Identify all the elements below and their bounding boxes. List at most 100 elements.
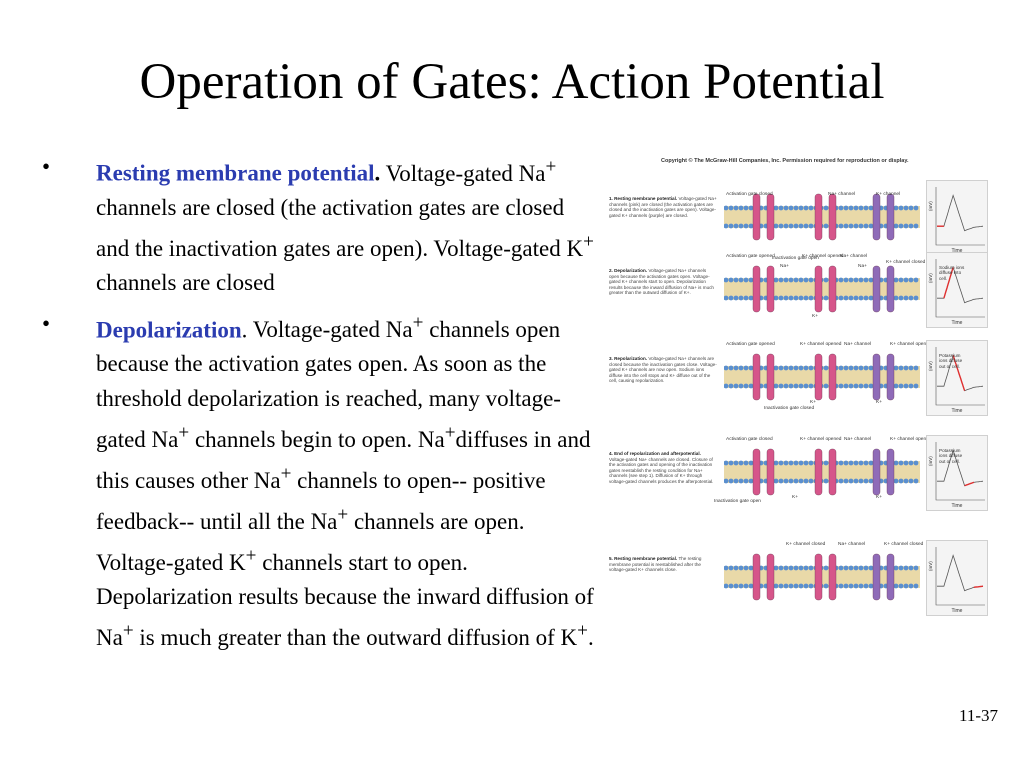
k-channel xyxy=(886,448,895,496)
channel-label: K+ xyxy=(792,495,799,500)
phospholipid-head xyxy=(903,565,909,571)
step-text: Voltage-gated Na+ channels are closed be… xyxy=(609,356,717,384)
phospholipid-head xyxy=(898,223,904,229)
graph-mv-label: (mV) xyxy=(928,561,933,571)
bullet-body: Voltage-gated Na+ channels are closed (t… xyxy=(96,156,594,295)
phospholipid-head xyxy=(908,295,914,301)
phospholipid-head xyxy=(903,365,909,371)
na-channel xyxy=(752,553,761,601)
graph-note: Potassium ions diffuse out of cell. xyxy=(939,448,963,464)
phospholipid-head xyxy=(838,277,844,283)
voltage-trace xyxy=(937,194,984,232)
k-channel xyxy=(886,553,895,601)
k-channel xyxy=(886,265,895,313)
phospholipid-head xyxy=(778,565,784,571)
k-channel xyxy=(886,193,895,241)
phospholipid-head xyxy=(868,583,874,589)
phospholipid-head xyxy=(868,365,874,371)
phospholipid-head xyxy=(728,478,734,484)
phospholipid-head xyxy=(743,295,749,301)
superscript: + xyxy=(280,463,292,484)
phospholipid-head xyxy=(858,583,864,589)
phospholipid-head xyxy=(808,205,814,211)
membrane-diagram xyxy=(724,265,920,313)
channel-label: K+ xyxy=(812,314,819,319)
phospholipid-head xyxy=(808,365,814,371)
phospholipid-head xyxy=(738,223,744,229)
k-channel xyxy=(872,448,881,496)
phospholipid-head xyxy=(788,583,794,589)
phospholipid-head xyxy=(848,205,854,211)
phospholipid-head xyxy=(783,583,789,589)
text-part: channels begin to open. Na xyxy=(189,426,445,452)
channel-label: Inactivation gate open xyxy=(772,256,819,261)
graph-axes xyxy=(935,347,985,406)
phospholipid-head xyxy=(724,383,729,389)
phospholipid-head xyxy=(868,295,874,301)
phospholipid-head xyxy=(903,223,909,229)
step-text: The resting membrane potential is reesta… xyxy=(609,556,702,573)
phospholipid-head xyxy=(863,565,869,571)
step-description: 4. End of repolarization and afterpotent… xyxy=(609,451,717,485)
phospholipid-head xyxy=(838,460,844,466)
text-part: is much greater than the outward diffusi… xyxy=(133,624,578,650)
phospholipid-head xyxy=(858,365,864,371)
phospholipid-head xyxy=(863,460,869,466)
phospholipid-head xyxy=(793,223,799,229)
voltage-graph: Time(mV)Potassium ions diffuse out of ce… xyxy=(926,340,988,416)
phospholipid-head xyxy=(728,223,734,229)
na-channel xyxy=(766,448,775,496)
phospholipid-head xyxy=(893,583,899,589)
na-channel xyxy=(766,353,775,401)
voltage-graph: Time (mV) xyxy=(926,540,988,616)
phospholipid-head xyxy=(903,460,909,466)
phospholipid-head xyxy=(893,205,899,211)
channel-label: K+ xyxy=(876,400,883,405)
phospholipid-head xyxy=(793,583,799,589)
phospholipid-head xyxy=(848,223,854,229)
channel-label: Na+ xyxy=(858,264,867,269)
phospholipid-head xyxy=(783,565,789,571)
step-text: Voltage-gated Na+ channels (pink) are cl… xyxy=(609,196,717,218)
step-title: 1. Resting membrane potential. xyxy=(609,196,679,201)
phospholipid-head xyxy=(748,460,754,466)
phospholipid-head xyxy=(728,295,734,301)
action-potential-figure: Copyright © The McGraw-Hill Companies, I… xyxy=(604,152,992,622)
phospholipid-head xyxy=(853,460,859,466)
na-channel xyxy=(814,265,823,313)
copyright-notice: Copyright © The McGraw-Hill Companies, I… xyxy=(661,158,909,164)
channel-label: Inactivation gate closed xyxy=(764,406,815,411)
phospholipid-head xyxy=(853,277,859,283)
phospholipid-head xyxy=(868,277,874,283)
phospholipid-head xyxy=(733,583,739,589)
phospholipid-head xyxy=(868,205,874,211)
graph-time-label: Time xyxy=(951,608,963,614)
na-channel xyxy=(828,265,837,313)
phospholipid-head xyxy=(788,365,794,371)
phospholipid-head xyxy=(903,295,909,301)
phospholipid-head xyxy=(778,223,784,229)
phospholipid-head xyxy=(808,223,814,229)
phospholipid-head xyxy=(858,460,864,466)
voltage-trace-svg xyxy=(935,347,985,406)
channel-label: K+ channel opened xyxy=(802,254,844,259)
phospholipid-head xyxy=(848,583,854,589)
bullet-depolarization: • Depolarization. Voltage-gated Na+ chan… xyxy=(40,307,600,656)
phospholipid-head xyxy=(733,205,739,211)
channel-label: K+ channel xyxy=(876,192,901,197)
phospholipid-head xyxy=(843,205,849,211)
phospholipid-head xyxy=(738,205,744,211)
slide-title: Operation of Gates: Action Potential xyxy=(139,54,885,110)
channel-label: Activation gate opened xyxy=(726,342,775,347)
superscript: + xyxy=(444,422,456,444)
bullet-term-punct: . xyxy=(241,317,248,343)
phospholipid-head xyxy=(743,583,749,589)
phospholipid-head xyxy=(903,205,909,211)
phospholipid-head xyxy=(823,478,829,484)
channel-label: Na+ channel xyxy=(844,437,872,442)
phospholipid-head xyxy=(913,383,919,389)
phospholipid-head xyxy=(748,583,754,589)
voltage-trace-svg xyxy=(935,547,985,606)
phospholipid-head xyxy=(913,565,919,571)
phospholipid-head xyxy=(724,295,729,301)
